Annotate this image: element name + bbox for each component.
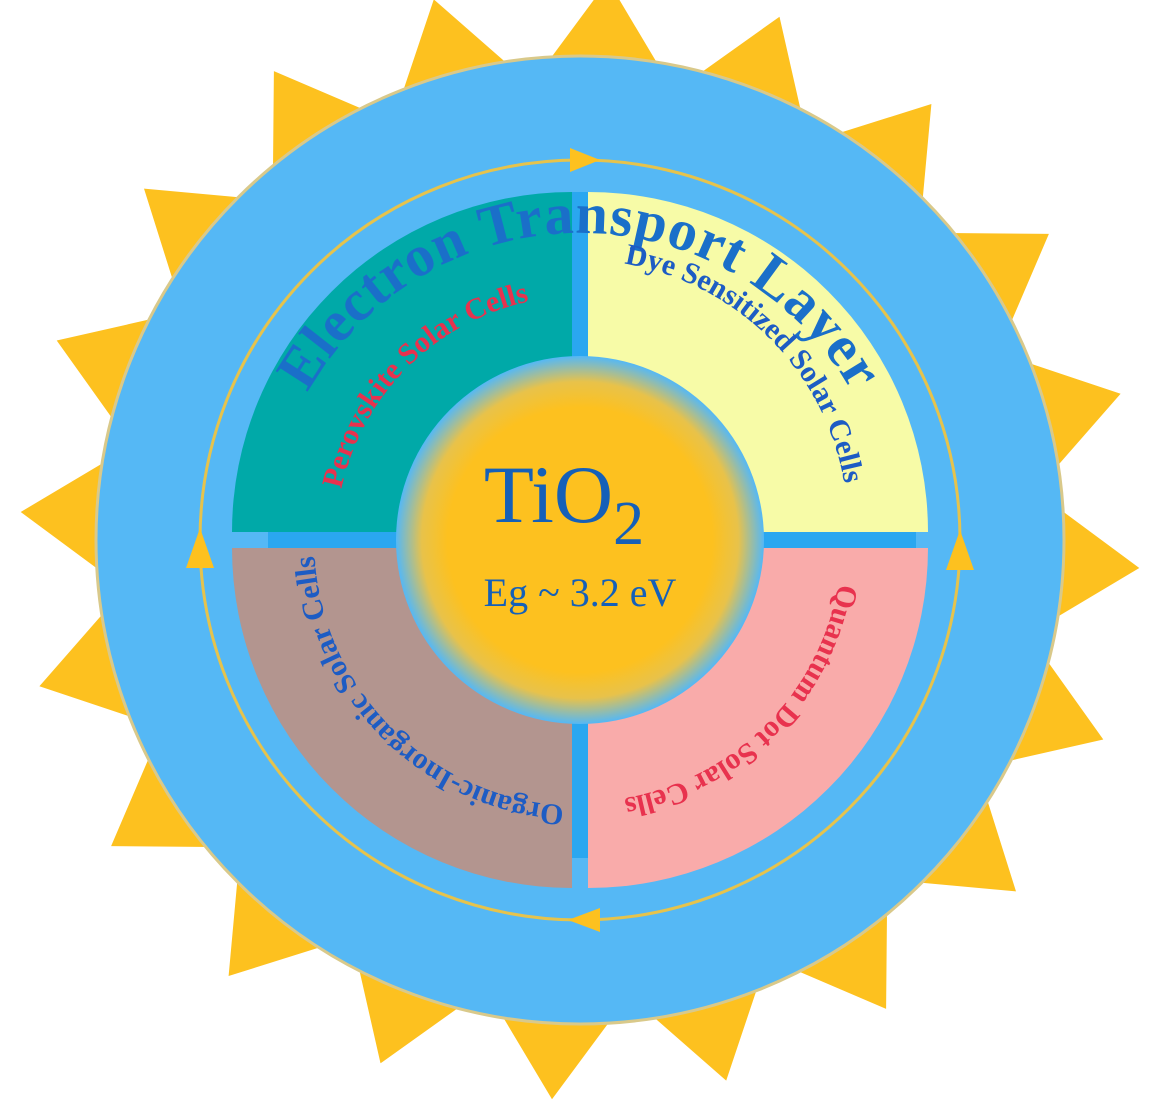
compound-formula: TiO — [484, 449, 613, 540]
compound-label: TiO2 — [484, 449, 644, 558]
separator-right — [752, 532, 916, 548]
separator-left — [268, 532, 408, 548]
compound-subscript: 2 — [613, 490, 644, 558]
cycle-arrow-left-icon — [186, 528, 214, 568]
separator-bottom — [572, 708, 588, 858]
cycle-arrow-right-icon — [946, 530, 974, 570]
band-gap-label: Eg ~ 3.2 eV — [484, 570, 677, 615]
separator-top — [572, 192, 588, 372]
tio2-core — [396, 356, 764, 724]
cycle-arrow-top-icon — [570, 148, 600, 172]
cycle-arrow-bottom-icon — [568, 908, 600, 932]
